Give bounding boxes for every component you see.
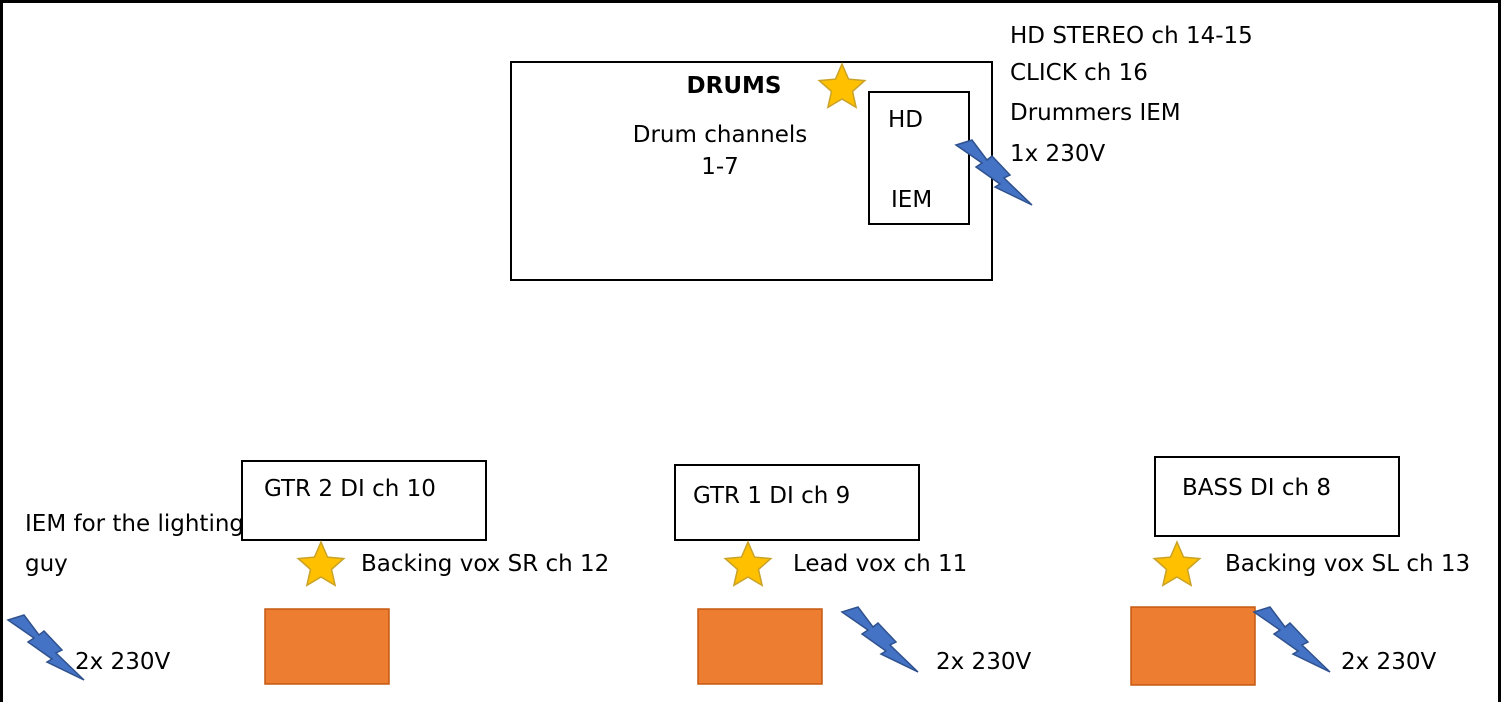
left-power-lightning-bolt-icon xyxy=(7,614,85,681)
right-power-lightning-bolt-icon xyxy=(1253,606,1331,673)
gtr2-amp-box xyxy=(241,460,487,541)
iem-label: IEM xyxy=(891,187,932,213)
drum-channels-label: Drum channels xyxy=(633,122,807,148)
vocal-lead-label: Lead vox ch 11 xyxy=(793,551,967,577)
bass-amp-label: BASS DI ch 8 xyxy=(1182,475,1331,501)
gtr1-amp-label: GTR 1 DI ch 9 xyxy=(693,483,850,509)
drummer-note-iem: Drummers IEM xyxy=(1010,100,1181,126)
right-power-label: 2x 230V xyxy=(1341,649,1436,675)
vocal-sl-star-icon xyxy=(1153,541,1201,587)
vocal-sl-label: Backing vox SL ch 13 xyxy=(1225,551,1470,577)
left-power-label: 2x 230V xyxy=(75,649,170,675)
center-power-label: 2x 230V xyxy=(936,649,1031,675)
drum-channels-range: 1-7 xyxy=(701,154,739,180)
center-power-lightning-bolt-icon xyxy=(841,606,919,673)
drummer-note-click: CLICK ch 16 xyxy=(1010,60,1148,86)
monitor-sr xyxy=(264,608,390,685)
drummer-note-hd-stereo: HD STEREO ch 14-15 xyxy=(1010,23,1253,49)
drums-title: DRUMS xyxy=(687,73,782,99)
lighting-iem-line1: IEM for the lighting xyxy=(25,511,244,537)
gtr2-amp-label: GTR 2 DI ch 10 xyxy=(264,476,436,502)
lighting-iem-line2: guy xyxy=(25,551,68,577)
bass-amp-box xyxy=(1154,456,1400,537)
drummer-note-power: 1x 230V xyxy=(1010,141,1105,167)
gtr1-amp-box xyxy=(674,464,920,541)
vocal-sr-star-icon xyxy=(297,541,345,587)
vocal-lead-star-icon xyxy=(724,541,772,587)
monitor-sl xyxy=(1130,606,1256,686)
hd-iem-box xyxy=(868,91,970,225)
vocal-sr-label: Backing vox SR ch 12 xyxy=(361,551,609,577)
hd-label: HD xyxy=(888,107,923,133)
monitor-center xyxy=(697,608,823,685)
